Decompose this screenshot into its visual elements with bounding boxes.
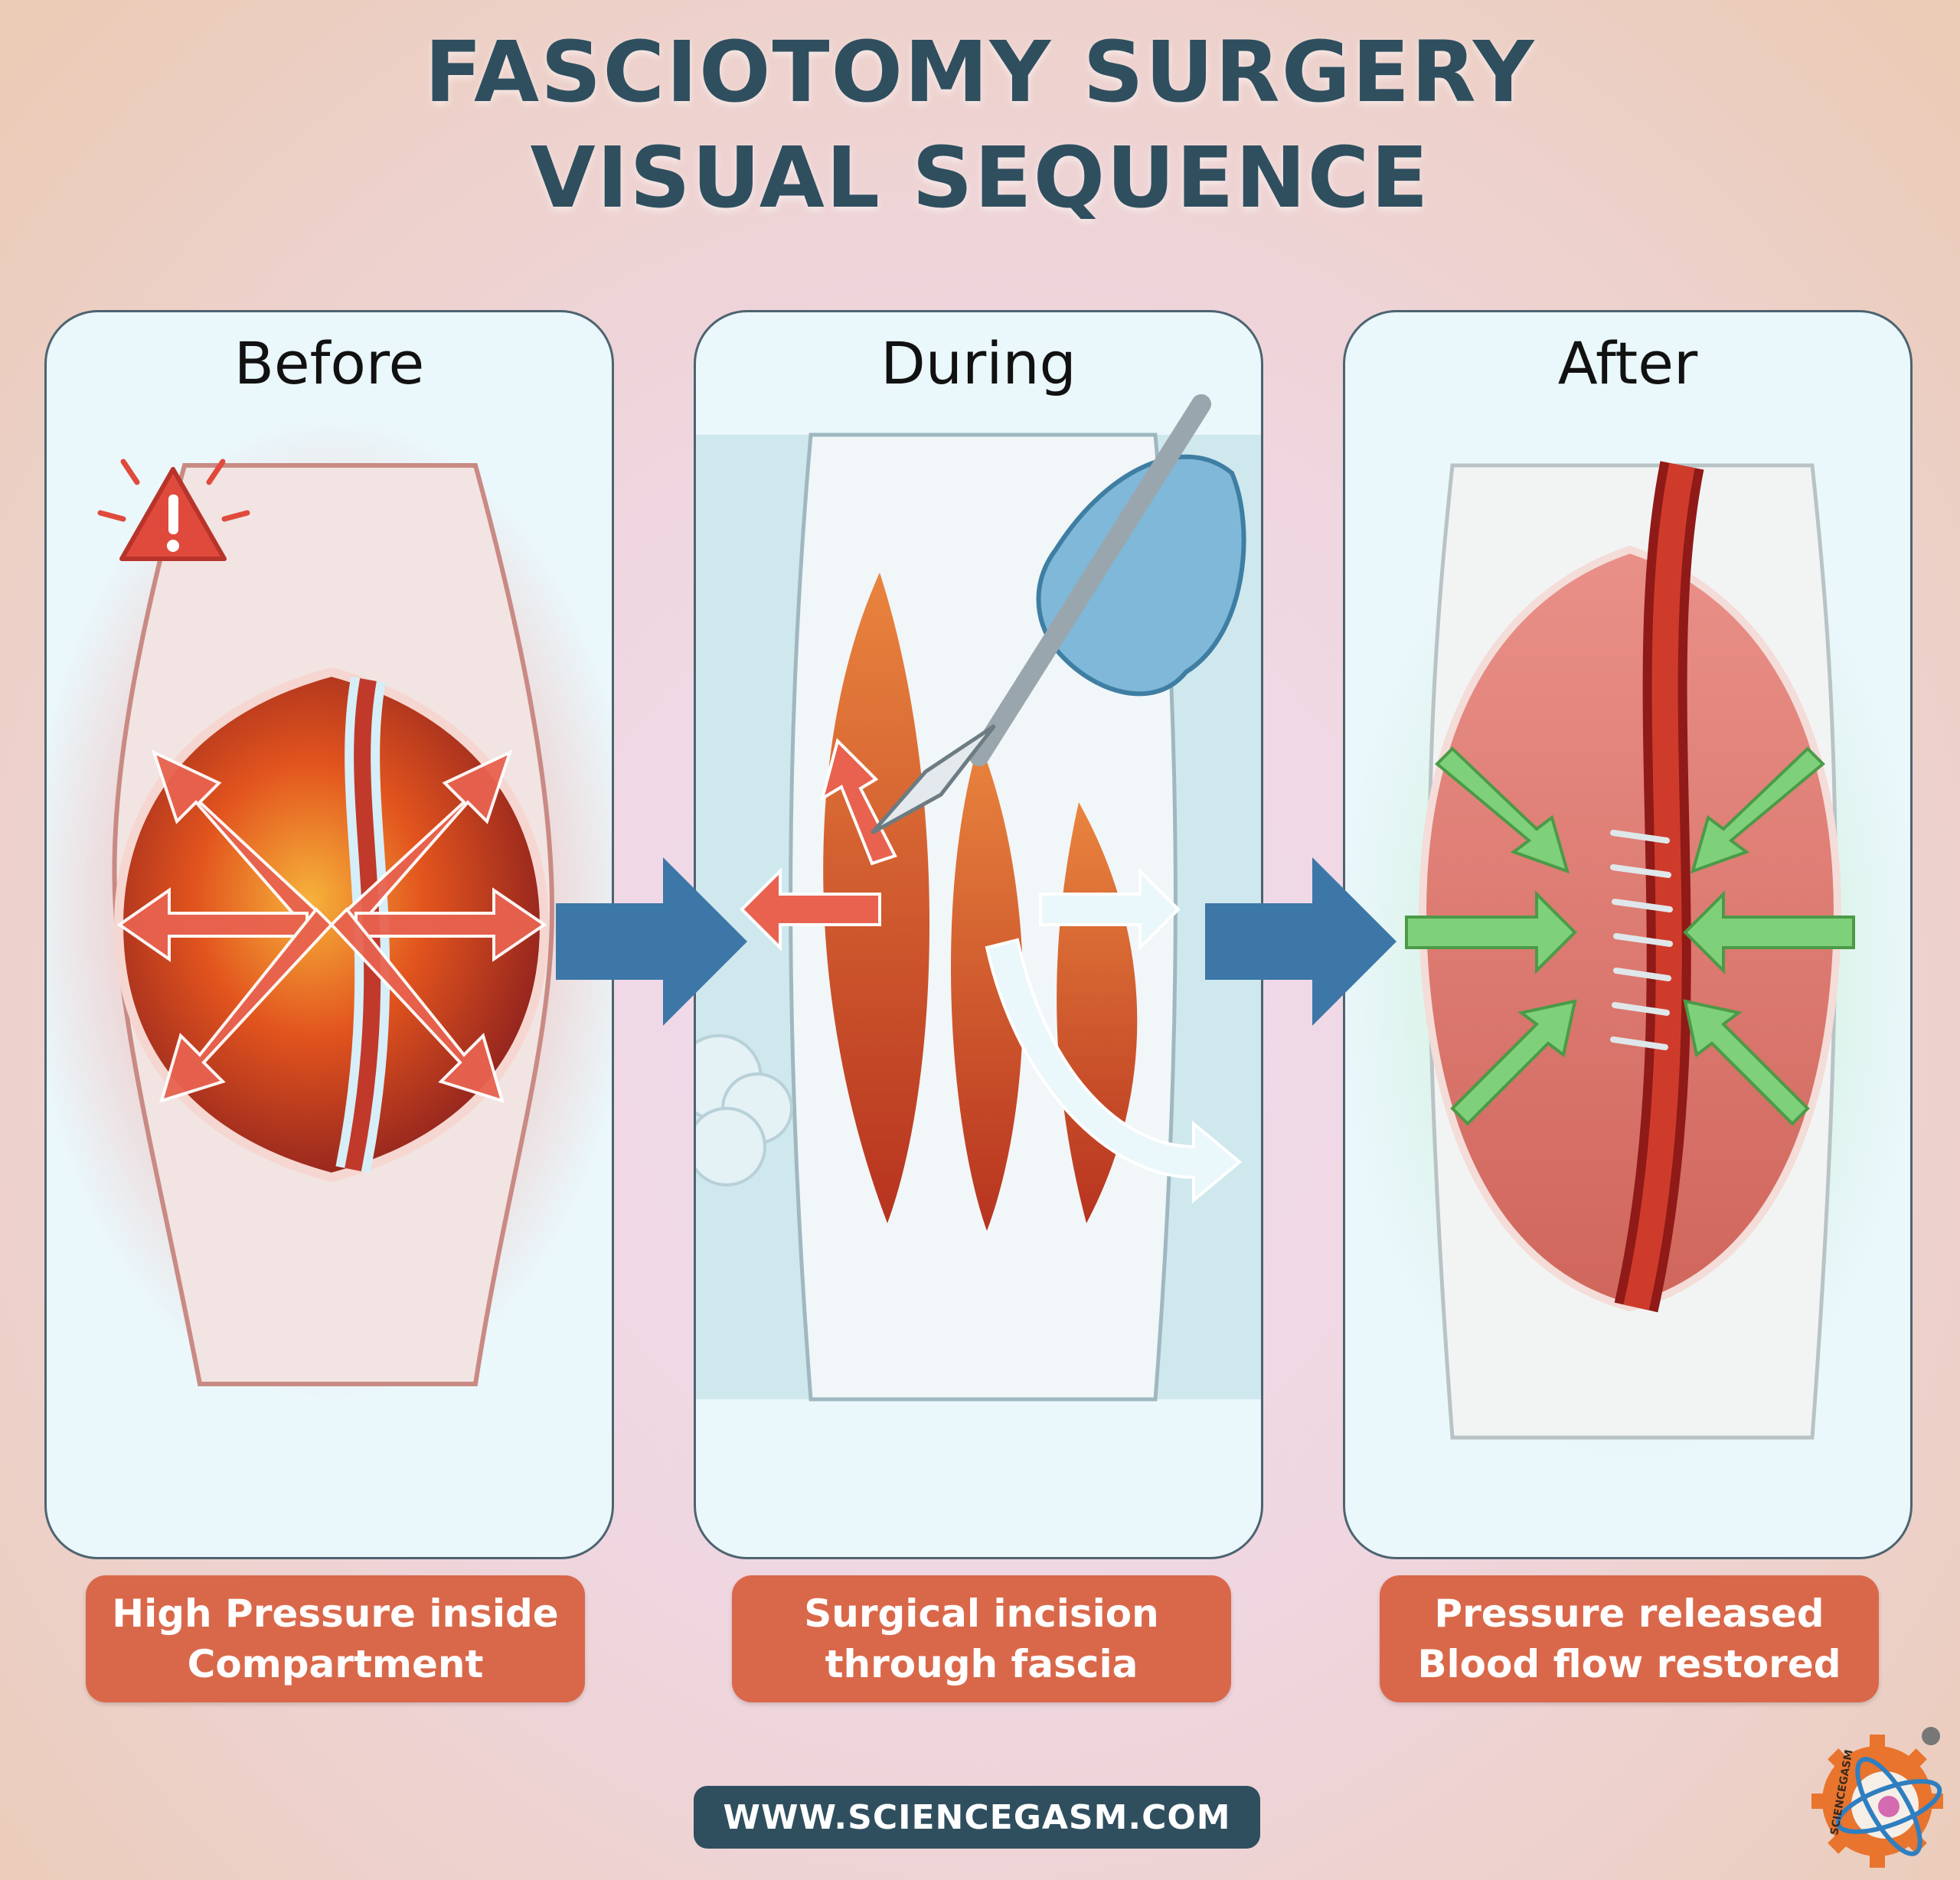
caption-before-line-2: Compartment xyxy=(187,1642,484,1686)
caption-after-line-2: Blood flow restored xyxy=(1417,1642,1841,1686)
center-muscle xyxy=(950,741,1024,1231)
relaxed-muscles xyxy=(1419,545,1841,1312)
incision-illustration xyxy=(696,394,1261,1402)
atom-icon xyxy=(1835,1757,1942,1856)
caption-after-line-1: Pressure released xyxy=(1434,1591,1824,1636)
surgeon-hand-with-scalpel xyxy=(871,394,1246,835)
gear-icon xyxy=(1811,1735,1943,1868)
panel-title-after: After xyxy=(1557,329,1698,397)
restored-flow-illustration xyxy=(1345,461,1910,1461)
page-title-line-2: VISUAL SEQUENCE xyxy=(530,129,1430,227)
sutures xyxy=(1610,830,1673,1050)
panel-during: During xyxy=(694,310,1263,1559)
release-arrows xyxy=(740,738,1243,1204)
panel-after: After xyxy=(1343,310,1913,1559)
page-title-line-1: FASCIOTOMY SURGERY xyxy=(424,23,1536,121)
panel-title-before: Before xyxy=(234,329,425,397)
flow-arrow-1 xyxy=(556,857,747,1026)
planet-icon xyxy=(1922,1727,1940,1745)
pressure-arrows xyxy=(116,749,547,1104)
caption-during-line-1: Surgical incision xyxy=(804,1591,1159,1636)
caption-during-line-2: through fascia xyxy=(825,1642,1138,1686)
steam-puff xyxy=(696,1034,793,1186)
caption-before: High Pressure inside Compartment xyxy=(86,1575,585,1702)
warning-icon xyxy=(97,459,250,561)
swollen-compartment-illustration xyxy=(47,419,612,1399)
caption-during: Surgical incision through fascia xyxy=(732,1575,1231,1702)
brain-icon xyxy=(1878,1796,1900,1817)
caption-before-line-1: High Pressure inside xyxy=(112,1591,559,1636)
sciencegasm-logo: SCIENCEGASM xyxy=(1811,1727,1943,1868)
panel-before: Before xyxy=(44,310,614,1559)
caption-after: Pressure released Blood flow restored xyxy=(1380,1575,1879,1702)
panel-title-during: During xyxy=(880,329,1076,397)
flow-arrow-2 xyxy=(1205,857,1396,1026)
inward-relief-arrows xyxy=(1405,746,1855,1126)
website-url-badge[interactable]: WWW.SCIENCEGASM.COM xyxy=(694,1786,1260,1849)
